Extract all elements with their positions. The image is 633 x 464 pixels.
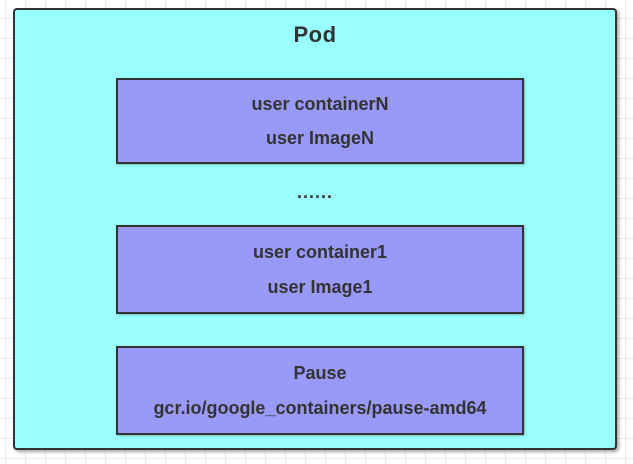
container-name: user containerN	[251, 93, 389, 114]
ellipsis-text: ......	[296, 182, 333, 202]
container-image: gcr.io/google_containers/pause-amd64	[153, 398, 487, 419]
container-name: Pause	[293, 362, 347, 383]
container-image: user Image1	[267, 277, 373, 298]
container-box-user-1: user container1 user Image1	[116, 225, 524, 314]
pod-box: Pod user containerN user ImageN ...... u…	[13, 8, 617, 450]
container-name: user container1	[252, 241, 388, 262]
container-box-pause: Pause gcr.io/google_containers/pause-amd…	[116, 346, 524, 435]
container-image: user ImageN	[265, 128, 375, 149]
container-box-user-n: user containerN user ImageN	[116, 78, 524, 164]
pod-title: Pod	[293, 22, 337, 47]
